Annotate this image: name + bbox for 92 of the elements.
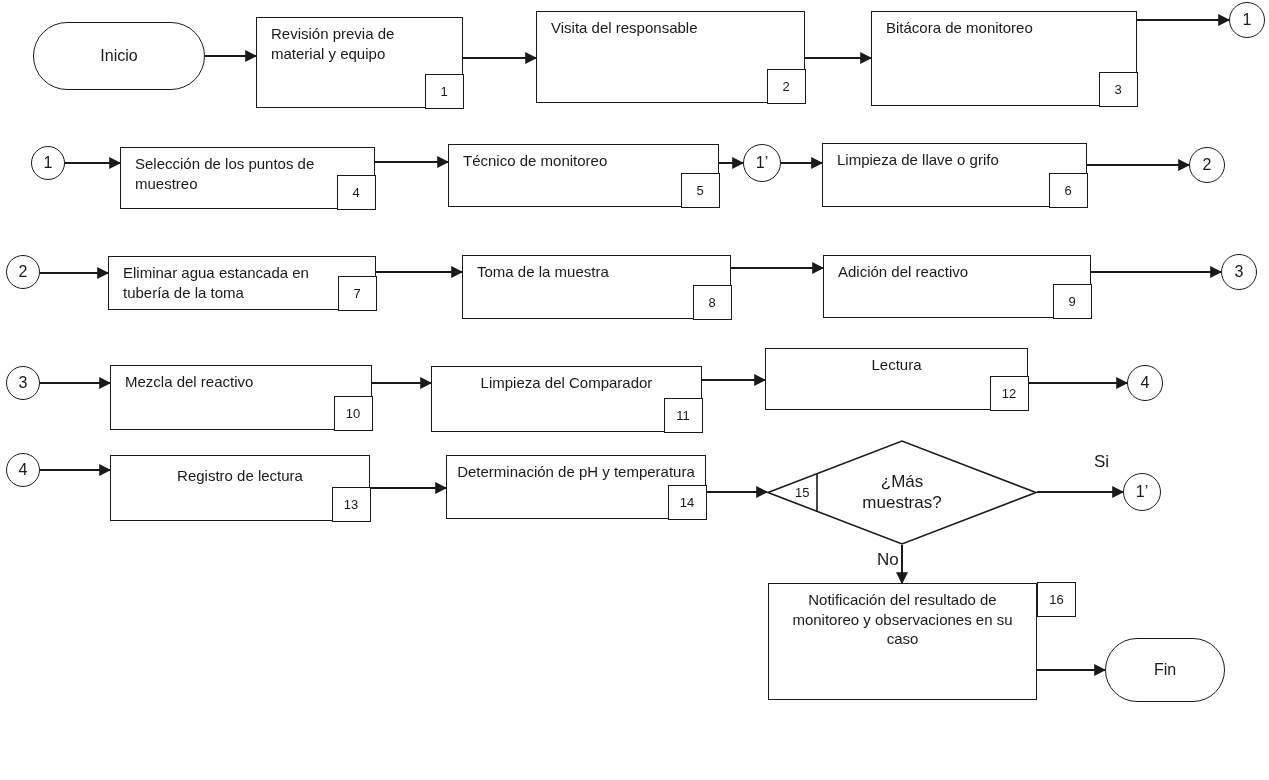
arrow bbox=[375, 266, 464, 278]
connector-circle bbox=[1123, 473, 1161, 511]
arrow bbox=[1036, 486, 1125, 498]
connector-circle bbox=[1127, 365, 1163, 401]
step-text: Notificación del resultado de monitoreo y observaciones en su caso bbox=[791, 590, 1014, 649]
connector-circle bbox=[31, 146, 65, 180]
arrow bbox=[371, 377, 433, 389]
arrow bbox=[39, 267, 110, 279]
step-number: 2 bbox=[766, 68, 806, 104]
step-number: 14 bbox=[667, 484, 707, 520]
step-number: 1 bbox=[424, 73, 464, 109]
arrow bbox=[369, 482, 448, 494]
arrow bbox=[780, 157, 824, 169]
step-text: Determinación de pH y temperatura bbox=[456, 462, 696, 482]
arrow bbox=[718, 157, 745, 169]
connector-circle bbox=[6, 255, 40, 289]
step-number: 11 bbox=[663, 397, 703, 433]
process-box bbox=[823, 255, 1091, 318]
step-number: 10 bbox=[333, 395, 373, 431]
connector-circle bbox=[1189, 147, 1225, 183]
connector-label: 1 bbox=[43, 154, 53, 172]
connector-label: 1’ bbox=[1135, 483, 1149, 501]
connector-label: 2 bbox=[1202, 156, 1212, 174]
step-text: Lectura bbox=[870, 355, 923, 375]
step-number: 12 bbox=[989, 375, 1029, 411]
arrow bbox=[896, 544, 908, 585]
process-box bbox=[446, 455, 706, 519]
arrow bbox=[39, 377, 112, 389]
step-number: 7 bbox=[337, 275, 377, 311]
connector-label: 4 bbox=[18, 461, 28, 479]
arrow bbox=[1090, 266, 1223, 278]
arrow bbox=[730, 262, 825, 274]
decision-diamond bbox=[767, 440, 1037, 545]
step-text: Limpieza de llave o grifo bbox=[837, 150, 1000, 170]
arrow bbox=[1027, 377, 1129, 389]
step-text: Mezcla del reactivo bbox=[125, 372, 255, 392]
process-box bbox=[448, 144, 719, 207]
arrow bbox=[204, 50, 258, 62]
terminal-label: Inicio bbox=[100, 47, 138, 65]
connector-label: 2 bbox=[18, 263, 28, 281]
connector-label: 1’ bbox=[755, 154, 769, 172]
connector-label: 3 bbox=[18, 374, 28, 392]
arrow bbox=[1036, 664, 1107, 676]
step-number: 16 bbox=[1037, 582, 1076, 618]
process-box bbox=[462, 255, 731, 319]
step-text: Revisión previa de material y equipo bbox=[271, 24, 396, 63]
step-number: 4 bbox=[336, 174, 376, 210]
connector-circle bbox=[6, 366, 40, 400]
arrow bbox=[1136, 14, 1231, 26]
decision-question: ¿Más muestras? bbox=[861, 470, 943, 513]
connector-circle bbox=[6, 453, 40, 487]
step-text: Selección de los puntos de muestreo bbox=[135, 154, 316, 193]
arrow bbox=[462, 52, 538, 64]
arrow bbox=[705, 486, 769, 498]
process-box bbox=[110, 365, 372, 430]
step-number: 9 bbox=[1052, 283, 1092, 319]
connector-circle bbox=[1229, 2, 1265, 38]
process-box bbox=[765, 348, 1028, 410]
process-box bbox=[108, 256, 376, 310]
step-text: Eliminar agua estancada en tubería de la toma bbox=[123, 263, 310, 302]
terminal-label: Fin bbox=[1153, 661, 1177, 679]
arrow bbox=[1086, 159, 1191, 171]
connector-label: 3 bbox=[1234, 263, 1244, 281]
process-box bbox=[120, 147, 375, 209]
connector-label: 1 bbox=[1242, 11, 1252, 29]
step-number: 8 bbox=[692, 284, 732, 320]
process-box bbox=[110, 455, 370, 521]
arrow bbox=[374, 156, 450, 168]
connector-label: 4 bbox=[1140, 374, 1150, 392]
arrow bbox=[701, 374, 767, 386]
step-text: Limpieza del Comparador bbox=[479, 373, 654, 393]
step-number: 15 bbox=[795, 484, 810, 500]
connector-circle bbox=[743, 144, 781, 182]
process-box bbox=[822, 143, 1087, 207]
step-text: Bitácora de monitoreo bbox=[886, 18, 1034, 38]
step-text: Adición del reactivo bbox=[838, 262, 970, 282]
step-number: 3 bbox=[1098, 71, 1138, 107]
process-box bbox=[256, 17, 463, 108]
arrow bbox=[804, 52, 873, 64]
step-number: 6 bbox=[1048, 172, 1088, 208]
step-text: Técnico de monitoreo bbox=[463, 151, 609, 171]
step-text: Visita del responsable bbox=[551, 18, 699, 38]
arrow bbox=[64, 157, 122, 169]
step-number: 5 bbox=[680, 172, 720, 208]
step-number: 13 bbox=[331, 486, 371, 522]
process-box bbox=[431, 366, 702, 432]
process-box bbox=[536, 11, 805, 103]
arrow bbox=[39, 464, 112, 476]
step-text: Toma de la muestra bbox=[477, 262, 610, 282]
step-text: Registro de lectura bbox=[176, 466, 304, 486]
process-box bbox=[871, 11, 1137, 106]
connector-circle bbox=[1221, 254, 1257, 290]
